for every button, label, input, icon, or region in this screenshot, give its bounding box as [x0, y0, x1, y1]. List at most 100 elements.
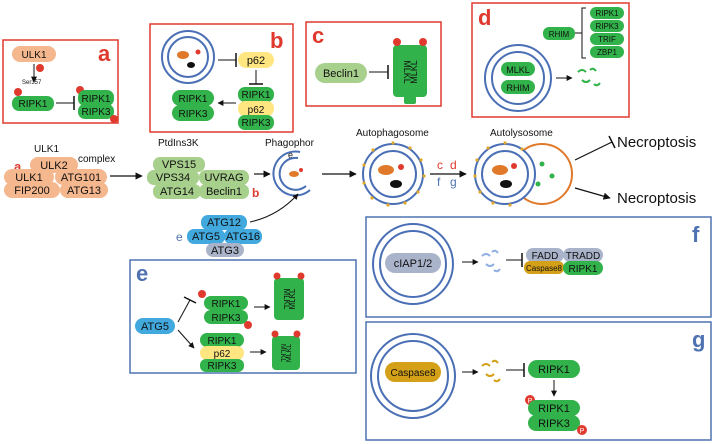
panel-b-border: [149, 23, 294, 133]
ripk3-label: RIPK3: [242, 118, 271, 129]
beclin1-node: [199, 184, 249, 199]
ripk1-label: RIPK1: [242, 90, 271, 101]
autophagosome-icon: [372, 223, 454, 305]
ripk3-b-node: [200, 359, 244, 372]
ripk1-a-node: [204, 296, 248, 310]
cargo-dot: [299, 168, 303, 172]
fusion-step: c d f g: [430, 158, 467, 189]
ulk-complex-title-ulk1: ULK1: [34, 144, 59, 155]
promotion-arrow: [177, 329, 195, 349]
fip200-node: [4, 182, 60, 198]
mlkl-label: MLKL: [279, 344, 286, 362]
step-letter-d: d: [450, 158, 457, 172]
ulk-complex: ULK1 complex a ULK2 ULK1 ATG101 FIP200 A…: [4, 144, 115, 198]
panel-f-border: [365, 216, 712, 318]
ripk1-b-node: [200, 333, 244, 347]
autolysosome-outer-membrane: [474, 143, 536, 205]
bracket: [581, 7, 586, 59]
degraded-fragments: [481, 359, 501, 383]
autolysosome-title: Autolysosome: [490, 128, 553, 139]
phospho-dot: [110, 115, 118, 123]
panel-d: d MLKL RHIM RHIM RIPK1 RIPK3 TRIF ZBP1: [471, 2, 630, 118]
panel-letter-f: f: [692, 222, 700, 247]
panel-letter-a: a: [98, 41, 111, 66]
atg16-label: ATG16: [226, 231, 260, 243]
cargo-mitochondrion: [289, 171, 299, 177]
atg-to-phagophore-arrow: [249, 193, 299, 223]
step-letter-f: f: [437, 175, 441, 189]
panel-c: c Beclin1 MLKL MLKL: [305, 21, 442, 107]
membrane-receptor-ticks: [473, 141, 524, 207]
mlkl-mirror-label: MLKL: [409, 60, 419, 84]
inhibition-bar: [183, 296, 197, 304]
atg13-node: [60, 182, 108, 198]
mlkl-label: MLKL: [402, 60, 412, 84]
caspase8-node: [385, 362, 441, 382]
caspase8-label: Caspase8: [390, 368, 435, 379]
atg5-label: ATG5: [141, 321, 169, 333]
list-item: [590, 46, 624, 58]
cargo-aggregate: [500, 180, 512, 188]
phospho-label: P: [528, 398, 533, 405]
ciap-node: [385, 253, 441, 273]
ripk1-top-node: [528, 360, 580, 378]
ulk-complex-letter: a: [14, 159, 22, 174]
autophagosome-title: Autophagosome: [356, 128, 429, 139]
atg14-node: [153, 184, 201, 199]
panel-letter-c: c: [312, 23, 324, 48]
uvrag-node: [199, 170, 249, 185]
autophagosome-icon: [370, 333, 456, 419]
rhim-protein-list: RIPK1 RIPK3 TRIF ZBP1: [590, 7, 624, 58]
phospho-dot: [14, 88, 22, 96]
ulk2-label: ULK2: [40, 160, 68, 172]
phospho-label: P: [580, 428, 585, 435]
cargo-mitochondrion: [492, 165, 508, 175]
panel-f: f cIAP1/2 FADD TRADD Caspase8 RIPK1: [365, 216, 712, 318]
cargo-dot: [398, 164, 404, 170]
autophagosome: Autophagosome: [356, 128, 429, 207]
ulk1-label: ULK1: [21, 50, 46, 61]
panel-a-border: [2, 39, 119, 124]
ripk1-label: RIPK1: [569, 264, 598, 275]
cargo-dot: [511, 163, 517, 169]
panel-letter-d: d: [478, 5, 491, 30]
list-item-label: TRIF: [598, 35, 616, 44]
inhibition-line: [574, 141, 613, 161]
mlkl-oligomer: MLKL MLKL: [393, 38, 427, 104]
p62-label: p62: [247, 55, 265, 67]
p62-node: [238, 52, 274, 68]
atg5-node: [135, 318, 175, 334]
panel-b: b p62 RIPK1 RIPK3 RIPK1 p62 RIPK3: [149, 23, 294, 133]
panel-g: g Caspase8 RIPK1 P RIPK1 RIPK3 P: [365, 321, 712, 441]
caspase8-label: Caspase8: [526, 264, 563, 273]
phagophore-e: e: [288, 150, 293, 160]
ripk3-node: [528, 415, 580, 431]
fadd-label: FADD: [532, 251, 559, 262]
atg16-node: [224, 229, 262, 244]
ulk-complex-title-complex: complex: [78, 154, 115, 165]
atg12-label: ATG12: [207, 217, 241, 229]
ripk3-node-left: [172, 105, 214, 121]
phospho-dot: [198, 290, 206, 298]
autophagosome-icon: [161, 30, 215, 84]
rhim-inner-label: RHIM: [507, 83, 530, 93]
pi3k-letter: b: [252, 186, 259, 200]
outcomes: Necroptosis Necroptosis: [574, 134, 696, 207]
panel-letter-e: e: [136, 261, 148, 286]
necroptosis-promoted-label: Necroptosis: [617, 190, 696, 207]
ripk1-node-left: [12, 96, 54, 111]
phagophore: Phagophor e: [265, 138, 315, 197]
p62-mid-node: [238, 101, 274, 116]
vps34-node: [147, 170, 199, 185]
rhim-inner-node: [501, 80, 535, 94]
mlkl-mirror-label: MLKL: [288, 288, 297, 309]
p62-mid-label: p62: [248, 105, 265, 116]
promotion-arrow: [574, 187, 611, 200]
rhim-label: RHIM: [549, 30, 570, 39]
pi3k-complex: PtdIns3K VPS15 VPS34 UVRAG ATG14 Beclin1…: [147, 138, 259, 200]
ripk3-b-label: RIPK3: [208, 361, 237, 372]
vps15-label: VPS15: [162, 159, 196, 171]
panel-c-border: [305, 21, 442, 107]
ser357-label: Ser357: [22, 80, 42, 86]
